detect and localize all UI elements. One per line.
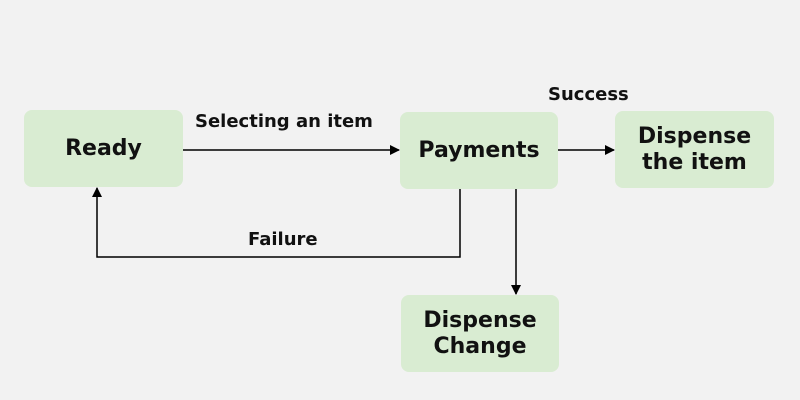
node-payments: Payments (400, 112, 558, 189)
node-dispense-item-line1: Dispense (637, 123, 752, 149)
node-dispense-the-item: Dispense the item (615, 111, 774, 188)
node-ready: Ready (24, 110, 183, 187)
node-dispense-change-line2: Change (433, 333, 527, 359)
node-dispense-change: Dispense Change (401, 295, 559, 372)
node-payments-label: Payments (418, 137, 540, 163)
node-dispense-item-line2: the item (642, 149, 747, 175)
edge-label-selecting-an-item: Selecting an item (195, 111, 373, 132)
node-ready-label: Ready (65, 135, 142, 161)
node-dispense-change-line1: Dispense (423, 307, 537, 333)
edge-label-failure: Failure (248, 229, 318, 250)
arrow-payments-to-ready-failure (92, 187, 461, 258)
edge-label-success: Success (548, 84, 629, 105)
